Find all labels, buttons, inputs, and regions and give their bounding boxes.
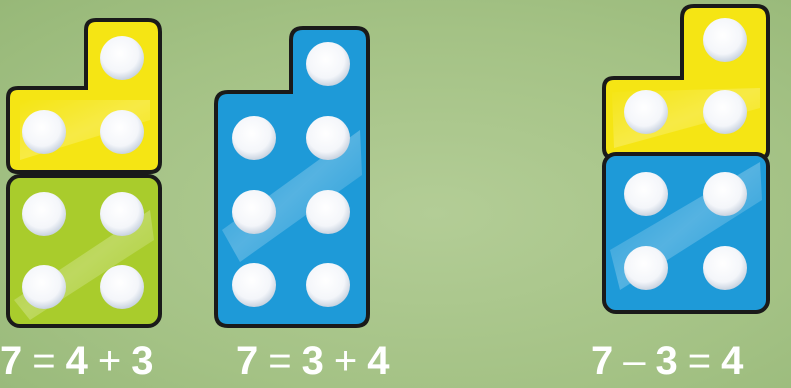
equation-term: 4 xyxy=(721,334,743,388)
peg xyxy=(22,265,66,309)
peg xyxy=(100,192,144,236)
equation-term: 7 xyxy=(0,334,22,388)
equation-term: 3 xyxy=(302,334,324,388)
peg xyxy=(703,172,747,216)
block-group-3 xyxy=(604,6,768,312)
equation-3: 7–3=4 xyxy=(591,334,743,388)
number-blocks-illustration xyxy=(0,0,791,340)
peg xyxy=(100,110,144,154)
peg xyxy=(703,246,747,290)
equation-operator: + xyxy=(98,334,121,388)
equation-operator: = xyxy=(688,334,711,388)
peg xyxy=(232,190,276,234)
equation-operator: = xyxy=(32,334,55,388)
equation-operator: – xyxy=(623,334,645,388)
equation-operator: = xyxy=(268,334,291,388)
peg xyxy=(22,110,66,154)
equation-operator: + xyxy=(334,334,357,388)
peg xyxy=(100,265,144,309)
peg xyxy=(306,42,350,86)
peg xyxy=(100,36,144,80)
equation-term: 3 xyxy=(131,334,153,388)
peg xyxy=(306,116,350,160)
block-group-2 xyxy=(216,28,368,326)
peg xyxy=(703,18,747,62)
peg xyxy=(624,90,668,134)
peg xyxy=(624,172,668,216)
peg xyxy=(703,90,747,134)
equation-term: 3 xyxy=(656,334,678,388)
equation-1: 7=4+3 xyxy=(0,334,153,388)
equation-2: 7=3+4 xyxy=(236,334,389,388)
block-group-1 xyxy=(8,20,160,326)
peg xyxy=(232,116,276,160)
equation-term: 4 xyxy=(367,334,389,388)
equation-term: 7 xyxy=(591,334,613,388)
peg xyxy=(22,192,66,236)
peg xyxy=(624,246,668,290)
peg xyxy=(232,263,276,307)
equation-term: 7 xyxy=(236,334,258,388)
peg xyxy=(306,190,350,234)
equation-term: 4 xyxy=(66,334,88,388)
peg xyxy=(306,263,350,307)
